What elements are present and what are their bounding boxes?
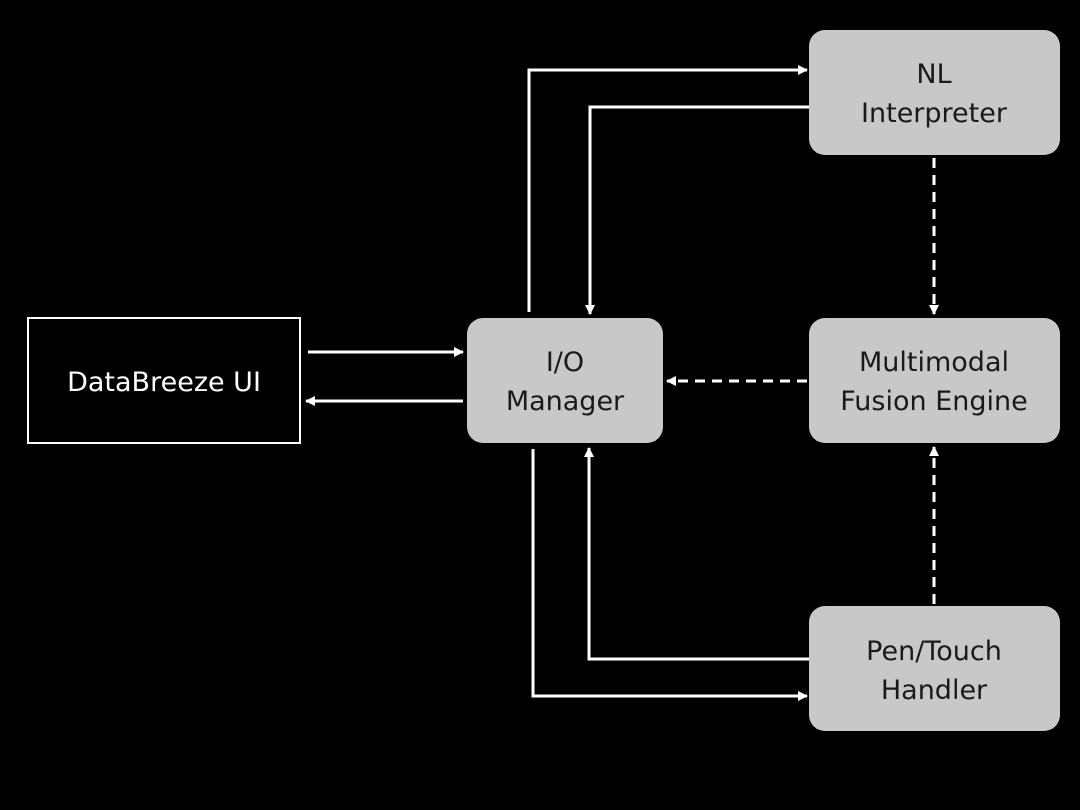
nl-interpreter-label-line1: NL [916,59,951,90]
fusion-engine-box [809,318,1060,443]
node-nl-interpreter: NL Interpreter [809,30,1060,155]
node-fusion-engine: Multimodal Fusion Engine [809,318,1060,443]
nl-interpreter-label-line2: Interpreter [861,98,1008,129]
io-manager-box [467,318,663,443]
nl-interpreter-box [809,30,1060,155]
pen-touch-handler-label-line1: Pen/Touch [866,636,1002,667]
arrow-io-to-pen [531,449,808,701]
arrow-pen-to-io [584,447,809,661]
fusion-engine-label-line1: Multimodal [859,347,1009,378]
databreeze-ui-label: DataBreeze UI [67,367,261,398]
io-manager-label-line2: Manager [506,386,625,417]
pen-touch-handler-box [809,606,1060,731]
pen-touch-handler-label-line2: Handler [881,675,988,706]
io-manager-label-line1: I/O [546,347,584,378]
arrow-io-to-nl [527,65,808,312]
node-databreeze-ui: DataBreeze UI [27,317,301,444]
node-io-manager: I/O Manager [467,318,663,443]
arrow-nl-to-io [585,105,809,315]
databreeze-ui-box [27,317,301,444]
node-pen-touch-handler: Pen/Touch Handler [809,606,1060,731]
fusion-engine-label-line2: Fusion Engine [840,386,1027,417]
